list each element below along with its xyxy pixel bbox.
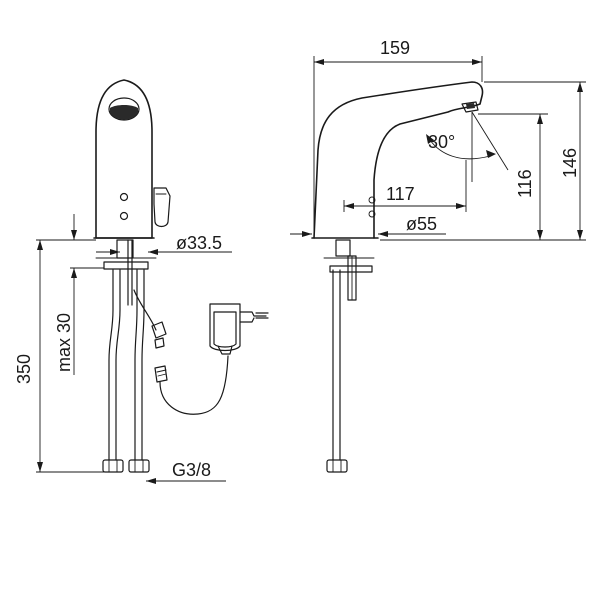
side-view [311,81,484,473]
front-cable-connector [154,365,168,383]
power-adapter [209,303,241,352]
side-dimensions [290,56,586,241]
front-power-cable [159,355,229,415]
side-spout-tip [461,101,479,113]
front-hose-left [108,269,114,461]
front-dimensions [36,214,232,484]
front-temperature-lever [153,187,171,228]
front-sensor-cable [133,289,157,331]
front-aerator-shading [110,105,138,120]
side-body-outline [313,81,484,239]
front-view [93,79,269,473]
front-cable-plug [151,321,167,339]
front-hose-right [134,269,138,461]
dimension-body-reach: 117 [386,184,415,204]
front-body-outline [95,79,153,239]
dimension-reach: 159 [380,38,410,58]
front-aerator [108,97,140,121]
dimension-thread: G3/8 [172,460,211,480]
dimension-spout-height: 116 [515,169,535,198]
front-mounting-plate [103,261,149,270]
side-hose-nut [326,459,348,473]
dimension-overall-height: 146 [560,148,580,178]
power-adapter-plug [239,311,267,323]
front-hose-nut-right [128,459,150,473]
dimension-total-height: 350 [14,354,34,384]
side-mounting-plate [329,265,373,273]
dimension-max-30: max 30 [54,313,74,372]
dimension-dia-33-5: ø33.5 [176,233,222,253]
front-connector-block [116,239,134,259]
front-hose-nut-left [102,459,124,473]
sensor-dot-upper [119,192,129,202]
dimension-base-dia: ø55 [406,214,437,234]
sensor-dot-lower [119,211,129,221]
dimension-angle: 30° [428,132,455,152]
